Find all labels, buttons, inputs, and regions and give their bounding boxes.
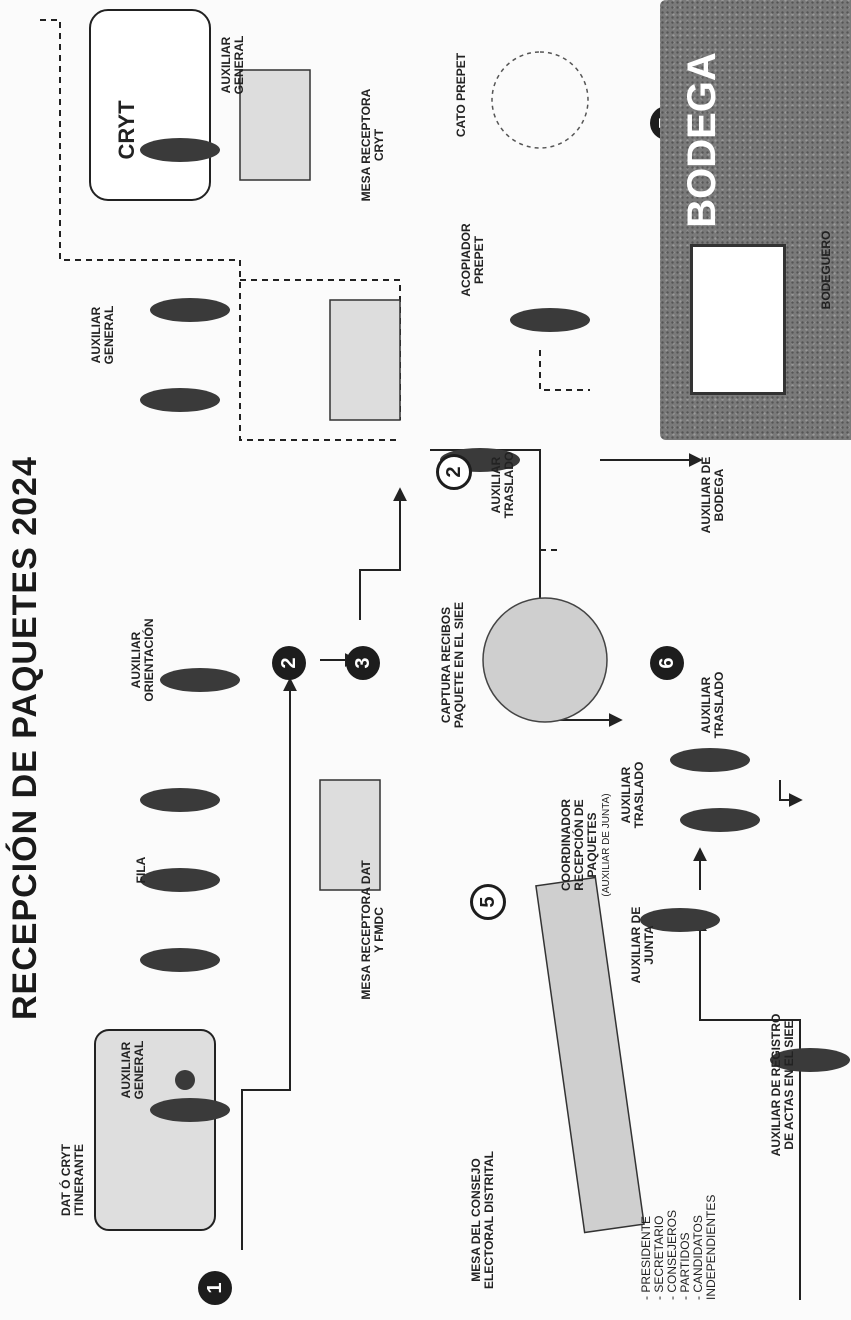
label-fila: FILA <box>134 856 148 884</box>
label-dat-cryt: DAT ó CRyT ITINERANTE <box>59 1144 86 1216</box>
consejo-member-list: - PRESIDENTE - SECRETARIO - CONSEJEROS -… <box>639 1130 718 1300</box>
label-mesa-consejo: MESA DEL CONSEJO ELECTORAL DISTRITAL <box>469 1151 496 1289</box>
label-aux-traslado-1: AUXILIAR TRASLADO <box>489 451 516 519</box>
label-aux-traslado-3: AUXILIAR TRASLADO <box>699 671 726 739</box>
captura-circle <box>482 597 608 723</box>
label-acopiador: ACOPIADOR PREPET <box>459 223 486 297</box>
label-bodeguero: BODEGUERO <box>819 230 833 310</box>
step-3-badge: 3 <box>346 646 380 680</box>
label-captura: CAPTURA RECIBOS PAQUETE EN EL SIEE <box>439 601 466 729</box>
flow-path-traslado-6 <box>779 780 803 807</box>
label-aux-general-2: AUXILIAR GENERAL <box>89 305 116 365</box>
label-aux-registro: AUXILIAR DE REGISTRO DE ACTAS EN EL SIEE <box>769 1013 796 1157</box>
label-aux-bodega: AUXILIAR DE BODEGA <box>699 456 726 534</box>
bodega-label: BODEGA <box>680 52 724 228</box>
step-6-badge: 6 <box>650 646 684 680</box>
label-aux-orientacion: AUXILIAR ORIENTACIÓN <box>129 618 156 702</box>
dat-truck-shape <box>94 1029 216 1231</box>
label-coordinador: COORDINADOR RECEPCIÓN DE PAQUETES <box>559 799 599 891</box>
mesa-dat-table <box>319 779 381 891</box>
step-5-badge: 5 <box>470 884 506 920</box>
label-coordinador-note: (AUXILIAR DE JUNTA) <box>601 793 612 897</box>
flow-path-prepet <box>539 350 590 391</box>
label-aux-general-3: AUXILIAR GENERAL <box>219 35 246 95</box>
flow-path-consejo <box>693 917 801 1300</box>
cato-circle <box>491 51 589 149</box>
label-aux-junta: AUXILIAR DE JUNTA <box>629 906 656 984</box>
label-mesa-cryt: MESA RECEPTORA CRyT <box>359 88 386 202</box>
flow-path-main <box>241 677 297 1250</box>
step-2-badge: 2 <box>272 646 306 680</box>
label-aux-traslado-2: AUXILIAR TRASLADO <box>619 761 646 829</box>
bodega-inner-box <box>690 244 786 395</box>
consejo-member: INDEPENDIENTES <box>704 1194 718 1300</box>
flow-path-3-23 <box>359 487 407 620</box>
label-cato: CATO PREPET <box>454 52 468 138</box>
aux-general-table <box>239 69 311 181</box>
consejo-table <box>535 876 645 1234</box>
step-23-badge: 2 <box>436 454 472 490</box>
label-mesa-dat: MESA RECEPTORA DAT Y FMDC <box>359 860 386 1000</box>
people-figures <box>140 138 850 1122</box>
cryt-van-shape <box>89 9 211 201</box>
label-aux-general-1: AUXILIAR GENERAL <box>119 1040 146 1100</box>
step-1-badge: 1 <box>198 1271 232 1305</box>
flow-path-cryt <box>40 19 400 441</box>
mesa-cryt-table <box>329 299 401 421</box>
label-cryt-van: CRyT <box>114 100 139 160</box>
